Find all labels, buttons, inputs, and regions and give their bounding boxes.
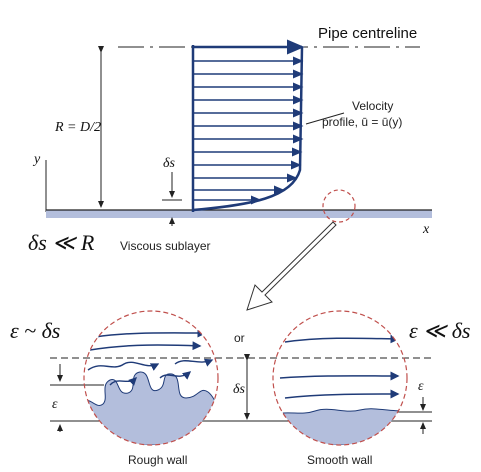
relation-main: δs ≪ R — [28, 230, 95, 255]
delta-s-middle-label: δs — [233, 382, 246, 397]
smooth-wall-zoom — [272, 310, 408, 446]
pipe-centreline-label: Pipe centreline — [318, 25, 417, 42]
delta-s-label: δs — [163, 156, 176, 171]
zoom-arrow — [246, 221, 337, 311]
or-label: or — [234, 331, 245, 345]
viscous-sublayer-label: Viscous sublayer — [120, 239, 211, 253]
epsilon-right-label: ε — [418, 379, 424, 394]
rough-wall-zoom — [83, 310, 219, 446]
x-axis-label: x — [422, 222, 430, 237]
smooth-wall-caption: Smooth wall — [307, 453, 372, 467]
velocity-profile-label-1: Velocity — [352, 99, 393, 113]
y-axis-label: y — [32, 152, 41, 167]
pipe-wall — [46, 210, 432, 218]
velocity-profile-label-2: profile, ū = ū(y) — [322, 115, 402, 129]
rough-wall-caption: Rough wall — [128, 453, 187, 467]
epsilon-left-label: ε — [52, 397, 58, 412]
rough-relation: ε ~ δs — [10, 318, 60, 343]
zoom-circle — [322, 189, 356, 223]
radius-label: R = D/2 — [54, 120, 101, 135]
smooth-relation: ε ≪ δs — [409, 318, 471, 343]
velocity-profile — [191, 39, 305, 212]
